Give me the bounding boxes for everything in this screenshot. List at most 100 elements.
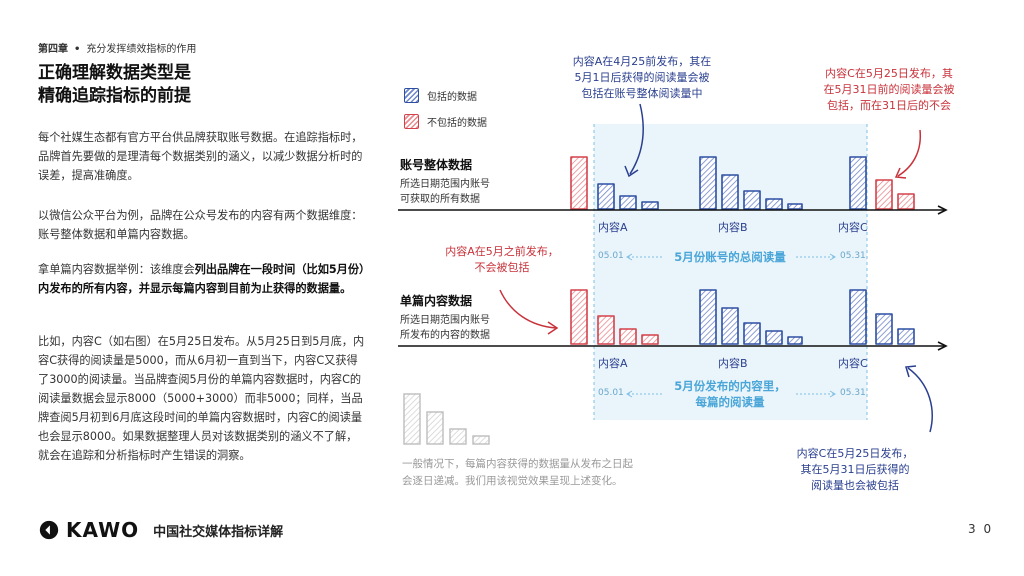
note-top-a-line-1: 内容A在4月25前发布，其在 <box>572 55 712 68</box>
band2-label: 5月份发布的内容里， 每篇的阅读量 <box>664 378 796 410</box>
note-bot-c-line-1: 内容C在5月25日发布， <box>796 447 914 460</box>
legend-red-swatch <box>404 114 419 129</box>
top-bar-b1 <box>699 156 717 210</box>
arrow-top-c <box>897 129 922 177</box>
section-post-desc-2: 所发布的内容的数据 <box>400 330 490 341</box>
date-range-band <box>594 124 867 420</box>
gray-bar-2 <box>426 411 444 445</box>
bottom-bar-b1 <box>699 289 717 345</box>
top-bar-b5 <box>787 203 803 210</box>
section-account-desc-1: 所选日期范围内账号 <box>400 179 490 190</box>
chapter-header: 第四章 • 充分发挥绩效指标的作用 <box>38 40 196 55</box>
note-top-c-line-1: 内容C在5月25日发布，其 <box>825 67 953 80</box>
note-top-a-line-3: 包括在账号整体阅读量中 <box>581 87 703 100</box>
note-top-content-c: 内容C在5月25日发布，其 在5月31日前的阅读量会被 包括，而在31日后的不会 <box>796 66 982 114</box>
band1-date-end: 05.31 <box>840 251 866 261</box>
band1-right-head <box>829 253 836 261</box>
section-account-data: 账号整体数据 所选日期范围内账号 可获取的所有数据 <box>400 156 490 207</box>
top-bar-c3-red <box>897 193 915 210</box>
band2-date-start: 05.01 <box>598 388 624 398</box>
decay-caption-line-2: 会逐日递减。我们用该视觉效果呈现上述变化。 <box>402 475 623 487</box>
footer-title: 中国社交媒体指标详解 <box>153 524 284 540</box>
band2-label-line-2: 每篇的阅读量 <box>695 395 765 409</box>
paragraph-3-bold: 列出品牌在一段时间（比如5月份）内发布的所有内容，并显示每篇内容到目前为止获得的… <box>38 263 365 295</box>
paragraph-3-plain: 拿单篇内容数据举例：该维度会 <box>38 263 195 276</box>
legend-included: 包括的数据 <box>404 88 477 103</box>
bottom-bar-b4 <box>765 330 783 345</box>
bottom-axis-label-c: 内容C <box>838 357 868 370</box>
legend-blue-swatch <box>404 88 419 103</box>
top-bar-a1 <box>597 183 615 210</box>
top-axis-label-a: 内容A <box>598 221 628 234</box>
bottom-bar-b3 <box>743 322 761 345</box>
band2-date-end: 05.31 <box>840 388 866 398</box>
footer-logo: KAWO 中国社交媒体指标详解 <box>38 518 283 542</box>
bottom-axis-label-a: 内容A <box>598 357 628 370</box>
kawo-logo-icon <box>39 520 59 540</box>
note-bot-c-line-3: 阅读量也会被包括 <box>811 479 899 492</box>
gray-bar-3 <box>449 428 467 445</box>
top-bar-a3 <box>641 201 659 210</box>
note-bottom-content-c: 内容C在5月25日发布， 其在5月31日后获得的 阅读量也会被包括 <box>770 446 940 494</box>
arrow-top-c-head <box>894 167 907 179</box>
section-account-desc-2: 可获取的所有数据 <box>400 194 480 205</box>
top-axis-label-c: 内容C <box>838 221 868 234</box>
band1-date-start: 05.01 <box>598 251 624 261</box>
note-top-a-line-2: 5月1日后获得的阅读量会被 <box>574 71 710 84</box>
top-bar-b2 <box>721 174 739 210</box>
page-title: 正确理解数据类型是 精确追踪指标的前提 <box>38 62 378 108</box>
decay-caption: 一般情况下，每篇内容获得的数据量从发布之日起 会逐日递减。我们用该视觉效果呈现上… <box>402 456 702 490</box>
legend-excluded: 不包括的数据 <box>404 114 487 129</box>
note-mid-a-line-2: 不会被包括 <box>474 261 530 274</box>
arrow-top-a <box>629 103 644 175</box>
bottom-bar-c1 <box>849 289 867 345</box>
arrow-bot-c-head <box>905 365 917 378</box>
top-bar-b4 <box>765 198 783 210</box>
band1-left-head <box>626 253 633 261</box>
arrow-mid-a <box>499 289 557 329</box>
note-mid-content-a: 内容A在5月之前发布， 不会被包括 <box>432 244 572 276</box>
band2-label-line-1: 5月份发布的内容里， <box>674 379 786 393</box>
bottom-axis-label-b: 内容B <box>718 357 748 370</box>
bottom-bar-b5 <box>787 336 803 345</box>
note-top-content-a: 内容A在4月25前发布，其在 5月1日后获得的阅读量会被 包括在账号整体阅读量中 <box>542 54 742 102</box>
top-axis-label-b: 内容B <box>718 221 748 234</box>
section-post-data: 单篇内容数据 所选日期范围内账号 所发布的内容的数据 <box>400 292 490 343</box>
chapter-label: 第四章 <box>38 44 68 55</box>
title-line-1: 正确理解数据类型是 <box>38 63 191 83</box>
bottom-bar-prev-red <box>570 289 588 345</box>
gray-bar-1 <box>403 393 421 445</box>
note-top-c-line-3: 包括，而在31日后的不会 <box>827 99 951 112</box>
legend-excluded-label: 不包括的数据 <box>427 118 487 129</box>
band2-right-head <box>829 390 836 398</box>
decay-caption-line-1: 一般情况下，每篇内容获得的数据量从发布之日起 <box>402 458 633 470</box>
top-bar-b3 <box>743 190 761 210</box>
bottom-bar-c2 <box>875 313 893 345</box>
chapter-subtitle: 充分发挥绩效指标的作用 <box>86 44 197 55</box>
paragraph-2: 以微信公众平台为例，品牌在公众号发布的内容有两个数据维度：账号整体数据和单篇内容… <box>38 209 363 241</box>
bottom-bar-c3 <box>897 328 915 345</box>
arrow-bot-c <box>907 367 933 433</box>
top-bar-c1 <box>849 156 867 210</box>
title-line-2: 精确追踪指标的前提 <box>38 86 191 106</box>
paragraph-1: 每个社媒生态都有官方平台供品牌获取账号数据。在追踪指标时，品牌首先要做的是理清每… <box>38 131 363 182</box>
section-post-title: 单篇内容数据 <box>400 294 473 308</box>
paragraph-4: 比如，内容C（如右图）在5月25日发布。从5月25日到5月底，内容C获得的阅读量… <box>38 335 365 462</box>
gray-bar-4 <box>472 435 490 445</box>
bottom-axis-arrow <box>937 341 948 351</box>
section-post-desc-1: 所选日期范围内账号 <box>400 315 490 326</box>
arrow-mid-a-head <box>547 321 559 335</box>
paragraph-3: 拿单篇内容数据举例：该维度会列出品牌在一段时间（比如5月份）内发布的所有内容，并… <box>38 260 366 298</box>
page-number: 3 0 <box>968 522 994 536</box>
separator-dot: • <box>74 44 81 55</box>
note-bot-c-line-2: 其在5月31日后获得的 <box>800 463 910 476</box>
top-axis-arrow <box>937 205 948 215</box>
note-mid-a-line-1: 内容A在5月之前发布， <box>445 245 559 258</box>
top-bar-prev-red <box>570 156 588 210</box>
brand-name: KAWO <box>66 518 140 542</box>
band2-left-head <box>626 390 633 398</box>
bottom-bar-b2 <box>721 307 739 345</box>
section-account-title: 账号整体数据 <box>400 158 473 172</box>
arrow-top-a-head <box>624 165 639 178</box>
